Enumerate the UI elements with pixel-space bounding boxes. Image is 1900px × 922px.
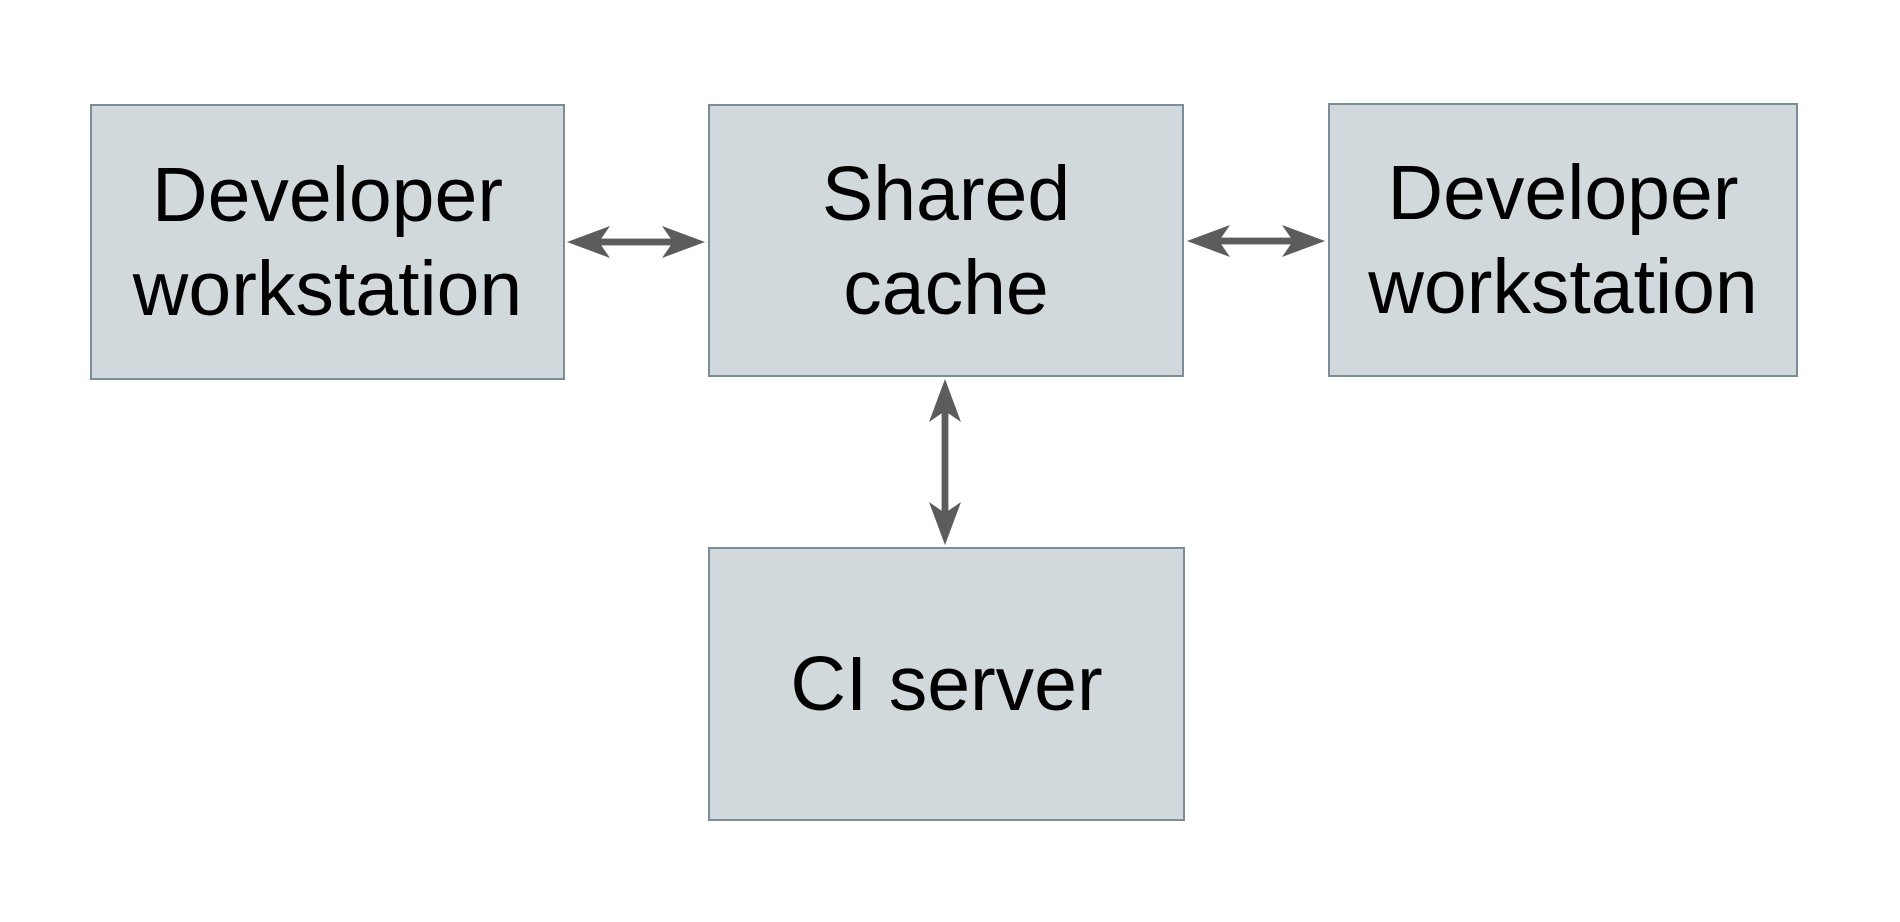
node-label-line: workstation [1368,244,1758,330]
node-label-line: cache [843,244,1049,331]
double-arrow-icon [1187,225,1325,257]
node-shared-cache: Shared cache [708,104,1184,377]
node-developer-workstation-right: Developer workstation [1328,103,1798,377]
node-ci-server: CI server [708,547,1185,821]
node-developer-workstation-left: Developer workstation [90,104,565,380]
bidirectional-arrow-cache-ci [927,378,963,546]
bidirectional-arrow-left-cache [566,224,706,260]
double-arrow-icon [929,379,961,545]
node-label-line: workstation [132,246,523,332]
node-label-line: CI server [790,641,1103,727]
node-label-line: Shared [821,150,1071,237]
bidirectional-arrow-cache-right [1186,223,1326,259]
node-label-line: Developer [152,152,503,238]
double-arrow-icon [567,226,705,258]
node-label-line: Developer [1387,150,1739,236]
